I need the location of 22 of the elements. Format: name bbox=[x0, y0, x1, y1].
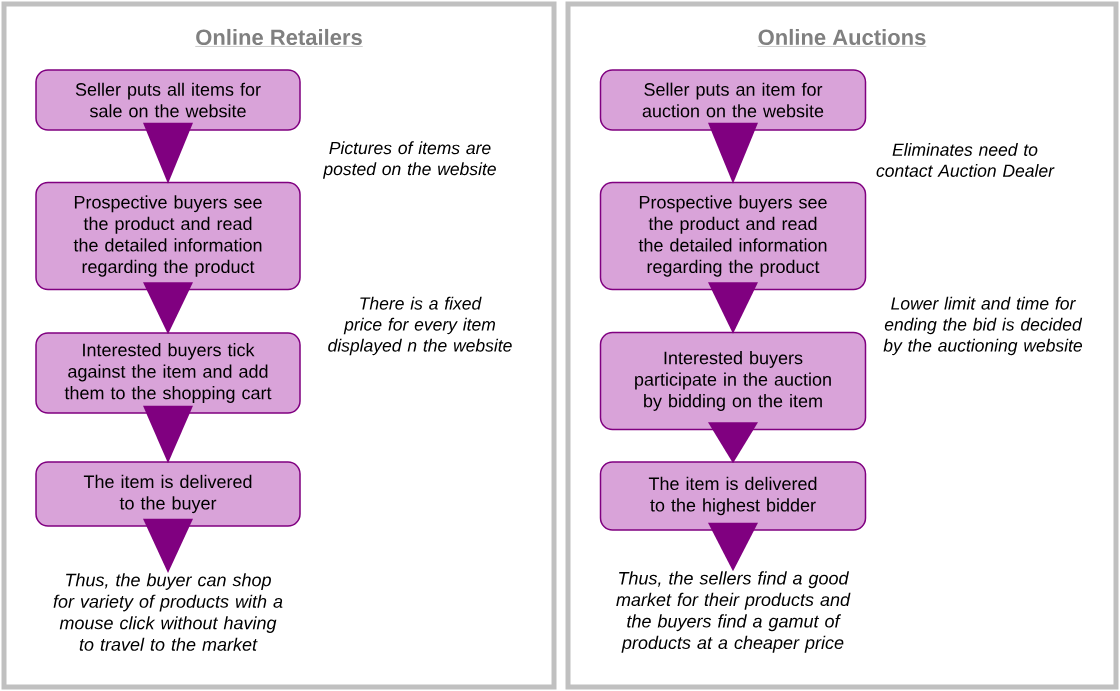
conclusion-text: Thus, the buyer can shop for variety of products with a mouse click without having to travel to the market bbox=[53, 573, 283, 651]
process-box: The item is delivered to the buyer bbox=[35, 461, 301, 527]
arrow bbox=[708, 282, 758, 334]
note-text: There is a fixed price for every item displayed n the website bbox=[328, 296, 512, 356]
arrow bbox=[143, 282, 193, 335]
process-box: The item is delivered to the highest bidder bbox=[599, 461, 867, 531]
process-box: Interested buyers tick against the item and add them to the shopping cart bbox=[35, 332, 301, 414]
process-box: Seller puts an item for auction on the website bbox=[599, 69, 867, 131]
arrow bbox=[708, 422, 758, 464]
arrow bbox=[143, 122, 193, 184]
note-text: Lower limit and time for ending the bid is decided by the auctioning website bbox=[883, 296, 1083, 356]
process-box: Seller puts all items for sale on the website bbox=[35, 69, 301, 131]
arrow bbox=[708, 122, 758, 184]
process-box: Prospective buyers see the product and read the detailed information regarding the product bbox=[599, 181, 867, 291]
arrow bbox=[143, 405, 193, 464]
note-text: Pictures of items are posted on the website bbox=[323, 141, 496, 179]
arrow bbox=[708, 522, 758, 572]
process-box: Prospective buyers see the product and read the detailed information regarding the product bbox=[35, 181, 301, 291]
note-text: Eliminates need to contact Auction Dealer bbox=[876, 143, 1055, 177]
arrow bbox=[143, 518, 193, 573]
conclusion-text: Thus, the sellers find a good market for their products and the buyers find a gamut of products at a cheaper price bbox=[616, 571, 851, 653]
process-box: Interested buyers participate in the auction by bidding on the item bbox=[599, 331, 867, 431]
